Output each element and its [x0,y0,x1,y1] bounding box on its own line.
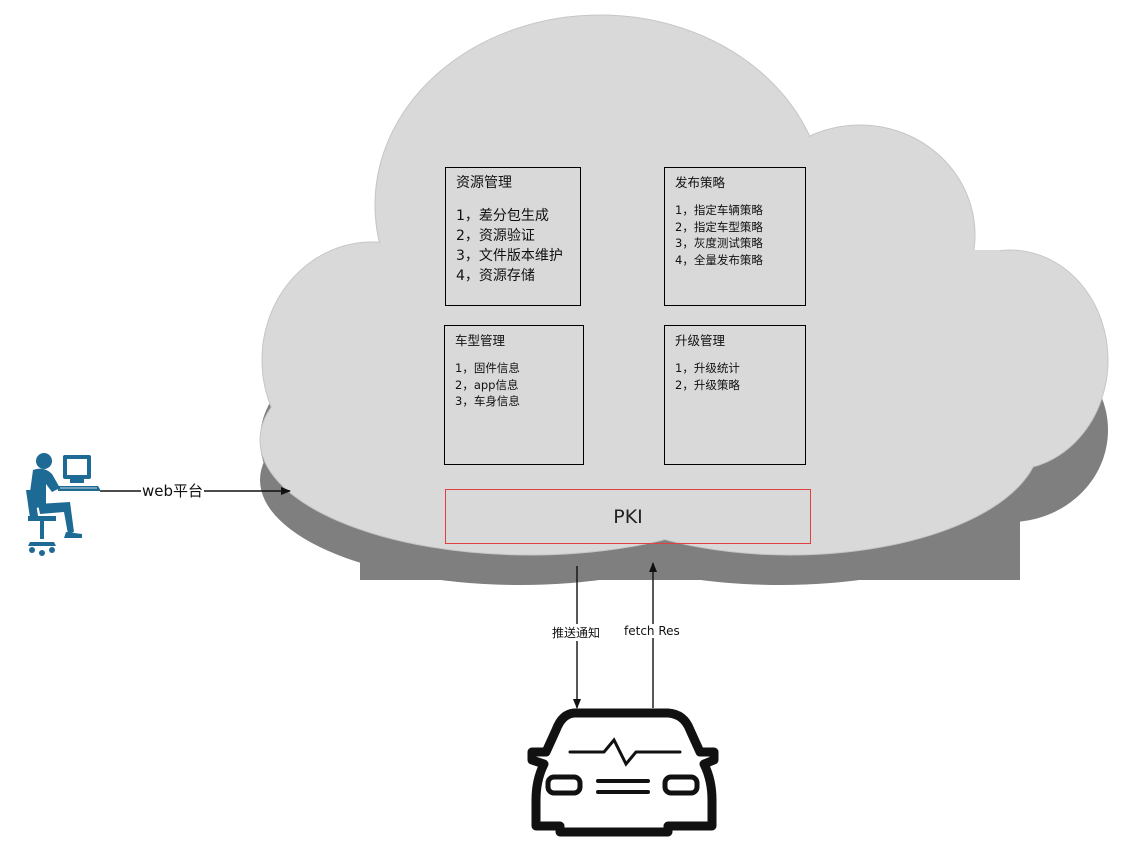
list-item: 2，指定车型策略 [675,219,763,234]
resource-management-box: 资源管理 1，差分包生成 2，资源验证 3，文件版本维护 4，资源存储 [445,167,581,306]
cloud-fill-cover [261,16,1107,554]
release-strategy-title: 发布策略 [675,175,726,190]
pki-box: PKI [445,489,811,544]
list-item: 2，升级策略 [675,377,740,392]
list-item: 3，文件版本维护 [456,248,563,264]
upgrade-management-box: 升级管理 1，升级统计 2，升级策略 [664,325,806,465]
list-item: 2，资源验证 [456,228,535,244]
release-strategy-box: 发布策略 1，指定车辆策略 2，指定车型策略 3，灰度测试策略 4，全量发布策略 [664,167,806,306]
car-details [545,737,700,796]
pki-label: PKI [613,505,643,528]
resource-management-items: 1，差分包生成 2，资源验证 3，文件版本维护 4，资源存储 [456,206,563,286]
push-notification-label: 推送通知 [552,624,601,641]
car-front-icon [527,708,719,837]
list-item: 1，指定车辆策略 [675,203,763,217]
resource-management-title: 资源管理 [456,175,512,191]
list-item: 2，app信息 [455,377,519,392]
list-item: 1，固件信息 [455,361,520,375]
release-strategy-items: 1，指定车辆策略 2，指定车型策略 3，灰度测试策略 4，全量发布策略 [675,202,763,268]
vehicle-model-management-items: 1，固件信息 2，app信息 3，车身信息 [455,360,520,410]
upgrade-management-items: 1，升级统计 2，升级策略 [675,360,740,393]
vehicle-model-management-title: 车型管理 [455,333,506,348]
upgrade-management-title: 升级管理 [675,333,726,348]
list-item: 4，资源存储 [456,268,535,284]
list-item: 4，全量发布策略 [675,252,763,267]
list-item: 1，升级统计 [675,361,740,375]
list-item: 3，车身信息 [455,394,520,408]
user-at-computer-icon [26,453,101,556]
list-item: 1，差分包生成 [456,208,549,224]
fetch-res-label: fetch Res [624,624,680,638]
vehicle-model-management-box: 车型管理 1，固件信息 2，app信息 3，车身信息 [444,325,584,465]
list-item: 3，灰度测试策略 [675,236,763,250]
web-platform-label: web平台 [141,480,205,501]
